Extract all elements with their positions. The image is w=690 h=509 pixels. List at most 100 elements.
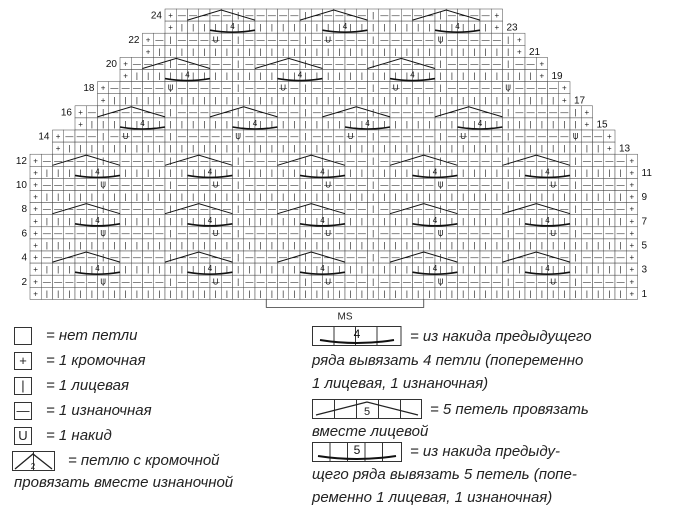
- yo-mark: U: [100, 181, 106, 190]
- cell-mark: |: [440, 35, 442, 44]
- cell-mark: —: [493, 229, 501, 238]
- cell-mark: +: [33, 277, 38, 286]
- cell-mark: —: [313, 181, 321, 190]
- cell-mark: —: [493, 108, 501, 117]
- four-label: 4: [95, 167, 100, 176]
- cell-mark: |: [170, 96, 172, 105]
- cell-mark: —: [88, 229, 96, 238]
- cell-mark: —: [583, 181, 591, 190]
- cell-mark: |: [282, 120, 284, 129]
- cell-mark: |: [541, 193, 543, 202]
- cell-mark: |: [496, 144, 498, 153]
- cell-mark: |: [417, 23, 419, 32]
- cell-mark: |: [620, 217, 622, 226]
- cell-mark: |: [406, 217, 408, 226]
- cell-mark: |: [260, 96, 262, 105]
- cell-mark: |: [248, 193, 250, 202]
- cell-mark: |: [395, 144, 397, 153]
- cell-mark: |: [237, 289, 239, 298]
- cell-mark: —: [414, 156, 422, 165]
- cell-mark: —: [482, 132, 490, 141]
- cell-mark: —: [245, 84, 253, 93]
- cell-mark: —: [245, 156, 253, 165]
- cell-mark: |: [530, 241, 532, 250]
- cell-mark: |: [260, 217, 262, 226]
- cell-mark: |: [237, 23, 239, 32]
- cell-mark: —: [527, 205, 535, 214]
- cell-mark: |: [136, 72, 138, 81]
- cell-mark: |: [170, 47, 172, 56]
- cell-mark: —: [403, 35, 411, 44]
- cell-mark: —: [212, 277, 220, 286]
- cell-mark: —: [133, 156, 141, 165]
- cell-mark: |: [507, 84, 509, 93]
- cell-mark: |: [271, 217, 273, 226]
- cell-mark: |: [102, 181, 104, 190]
- five-tog-icon: 5: [312, 399, 422, 419]
- cell-mark: |: [383, 96, 385, 105]
- cell-mark: —: [560, 181, 568, 190]
- cell-mark: |: [406, 265, 408, 274]
- four-label: 4: [545, 216, 550, 225]
- cell-mark: |: [620, 193, 622, 202]
- cell-mark: |: [237, 35, 239, 44]
- cell-mark: |: [271, 72, 273, 81]
- cell-mark: |: [372, 217, 374, 226]
- cell-mark: |: [485, 96, 487, 105]
- row-number: 23: [507, 23, 519, 34]
- cell-mark: |: [248, 96, 250, 105]
- cell-mark: —: [77, 205, 85, 214]
- cell-mark: |: [136, 241, 138, 250]
- cell-mark: —: [403, 132, 411, 141]
- cell-mark: —: [335, 229, 343, 238]
- cell-mark: |: [575, 277, 577, 286]
- cell-mark: —: [313, 253, 321, 262]
- cell-mark: —: [493, 156, 501, 165]
- cell-mark: +: [630, 181, 635, 190]
- cell-mark: |: [552, 289, 554, 298]
- cell-mark: |: [440, 289, 442, 298]
- cell-mark: |: [586, 193, 588, 202]
- four-from-yo-mark: [412, 174, 458, 179]
- cell-mark: |: [395, 23, 397, 32]
- cell-mark: —: [77, 132, 85, 141]
- cell-mark: |: [203, 23, 205, 32]
- cell-mark: |: [383, 193, 385, 202]
- cell-mark: —: [290, 229, 298, 238]
- cell-mark: |: [395, 96, 397, 105]
- cell-mark: |: [541, 289, 543, 298]
- cell-mark: —: [122, 229, 130, 238]
- cell-mark: |: [473, 217, 475, 226]
- cell-mark: |: [181, 96, 183, 105]
- cell-mark: |: [440, 84, 442, 93]
- cell-mark: |: [170, 265, 172, 274]
- cell-mark: +: [495, 11, 500, 20]
- cell-mark: —: [257, 156, 265, 165]
- cell-mark: |: [586, 168, 588, 177]
- four-from-yo-mark: [74, 271, 121, 275]
- cell-mark: |: [170, 72, 172, 81]
- cell-mark: |: [46, 168, 48, 177]
- cell-mark: |: [226, 241, 228, 250]
- cell-mark: —: [380, 277, 388, 286]
- cell-mark: —: [77, 156, 85, 165]
- cell-mark: —: [358, 181, 366, 190]
- cell-mark: —: [392, 11, 400, 20]
- cell-mark: |: [372, 253, 374, 262]
- cell-mark: |: [383, 217, 385, 226]
- cell-mark: |: [170, 132, 172, 141]
- cell-mark: |: [293, 96, 295, 105]
- cell-mark: |: [608, 193, 610, 202]
- cell-mark: |: [237, 11, 239, 20]
- cell-mark: |: [507, 193, 509, 202]
- cell-mark: |: [575, 265, 577, 274]
- cell-mark: +: [56, 132, 61, 141]
- cell-mark: |: [125, 289, 127, 298]
- cell-mark: |: [91, 168, 93, 177]
- cell-mark: |: [383, 144, 385, 153]
- cell-mark: |: [428, 23, 430, 32]
- five-tog-mark: [322, 106, 391, 118]
- cell-mark: |: [440, 47, 442, 56]
- cell-mark: |: [136, 168, 138, 177]
- yo-mark: U: [505, 84, 511, 93]
